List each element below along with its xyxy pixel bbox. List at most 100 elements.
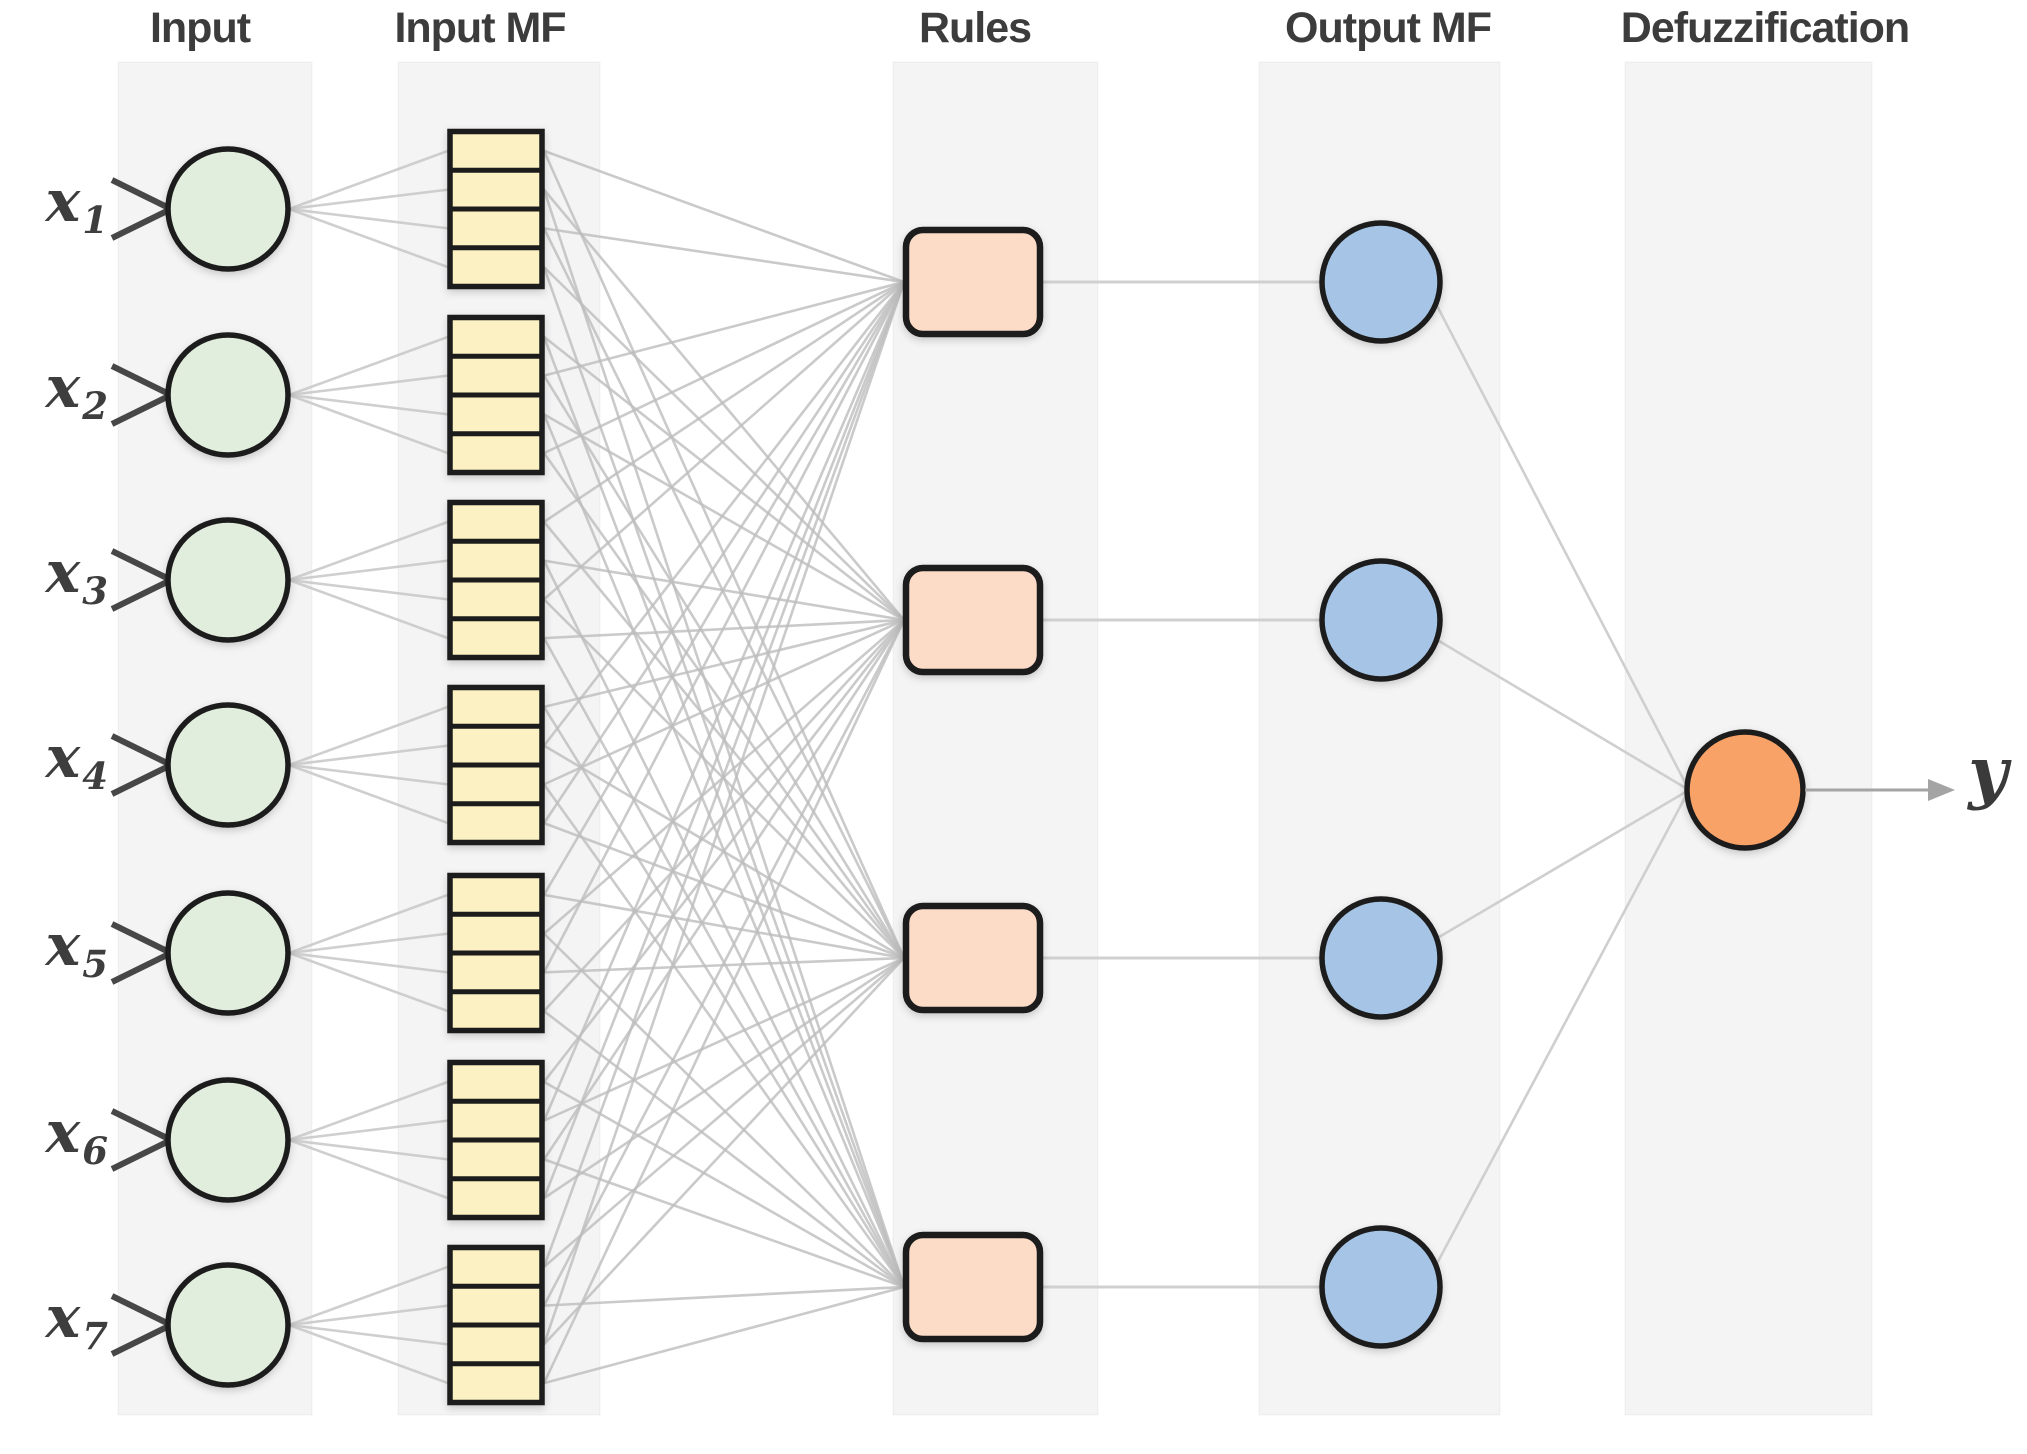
- output-mf-node-3: [1319, 896, 1443, 1020]
- link-line: [543, 598, 905, 959]
- input-arrow-chevron-2: [110, 392, 173, 427]
- link-line: [542, 281, 906, 1199]
- link-line: [543, 280, 905, 377]
- input-arrow-chevron-2: [110, 363, 173, 398]
- link-line: [543, 956, 905, 1200]
- input-arrow-chevron-7: [110, 1293, 173, 1328]
- input-node-x6: [165, 1077, 291, 1203]
- input-label-subscript: 6: [82, 1129, 108, 1174]
- link-line: [543, 1010, 905, 1289]
- link-line: [543, 1080, 905, 1289]
- link-line: [542, 227, 906, 959]
- connection-lines: [288, 149, 1691, 1385]
- link-line: [288, 578, 449, 601]
- input-label-base: x: [45, 1283, 81, 1352]
- link-line: [543, 413, 905, 622]
- link-line: [542, 281, 906, 747]
- column-header-output-mf: Output MF: [1285, 4, 1492, 52]
- link-line: [542, 281, 906, 824]
- link-line: [288, 578, 449, 640]
- input-label-base: x: [45, 723, 81, 792]
- link-line: [288, 893, 449, 955]
- input-arrow-chevron-3: [110, 577, 173, 612]
- input-node-x5: [165, 890, 291, 1016]
- input-label-x4: x4: [46, 728, 108, 795]
- link-line: [543, 281, 905, 601]
- link-line: [543, 618, 905, 709]
- link-line: [288, 705, 449, 767]
- input-arrow-chevron-5: [110, 921, 173, 956]
- input-label-base: x: [45, 167, 81, 236]
- link-line: [543, 893, 905, 960]
- link-line: [542, 281, 906, 1122]
- output-arrowhead-icon: [1928, 779, 1955, 801]
- input-label-x6: x6: [46, 1103, 108, 1170]
- input-label-x2: x2: [46, 358, 108, 425]
- link-line: [288, 335, 449, 397]
- link-line: [543, 1158, 905, 1289]
- input-arrow-chevron-3: [110, 548, 173, 583]
- link-line: [542, 619, 906, 1384]
- link-line: [288, 932, 449, 955]
- link-line: [288, 1138, 449, 1161]
- link-line: [542, 281, 906, 896]
- column-header-rules: Rules: [918, 4, 1032, 52]
- link-line: [288, 559, 449, 582]
- link-line: [1432, 299, 1691, 791]
- link-line: [1433, 636, 1690, 792]
- input-mf-stack-5: [447, 872, 545, 1034]
- rule-node-3: [902, 902, 1044, 1014]
- input-label-subscript: 4: [82, 754, 108, 799]
- link-line: [288, 207, 449, 230]
- link-line: [288, 744, 449, 767]
- link-line: [542, 281, 906, 1345]
- link-line: [543, 280, 905, 523]
- input-arrow-chevron-6: [110, 1108, 173, 1143]
- input-label-base: x: [45, 538, 81, 607]
- input-label-subscript: 2: [82, 384, 108, 429]
- link-line: [543, 932, 905, 1288]
- link-line: [543, 280, 905, 455]
- link-line: [288, 1119, 449, 1142]
- link-line: [542, 706, 906, 1288]
- input-arrow-chevron-7: [110, 1322, 173, 1357]
- link-line: [288, 763, 449, 825]
- input-mf-stack-2: [447, 314, 545, 476]
- input-mf-stack-7: [447, 1244, 545, 1406]
- link-line: [288, 951, 449, 974]
- rule-node-4: [902, 1231, 1044, 1343]
- link-line: [543, 1285, 905, 1307]
- input-arrow-chevron-4: [110, 762, 173, 797]
- output-mf-node-4: [1319, 1225, 1443, 1349]
- link-line: [543, 335, 905, 622]
- input-label-subscript: 1: [82, 198, 108, 243]
- link-line: [288, 1080, 449, 1142]
- input-node-x3: [165, 517, 291, 643]
- input-arrow-chevron-5: [110, 950, 173, 985]
- input-arrow-chevron-1: [110, 177, 173, 212]
- link-line: [543, 266, 905, 621]
- link-line: [542, 452, 906, 959]
- input-arrow-chevron-6: [110, 1137, 173, 1172]
- link-line: [288, 951, 449, 1013]
- link-line: [288, 393, 449, 416]
- input-label-base: x: [45, 911, 81, 980]
- link-line: [542, 619, 906, 1307]
- link-line: [288, 207, 449, 269]
- link-line: [543, 149, 905, 284]
- column-header-defuzzification: Defuzzification: [1620, 4, 1910, 52]
- link-line: [288, 374, 449, 397]
- link-line: [543, 957, 905, 1346]
- link-line: [288, 1265, 449, 1327]
- column-header-input: Input: [149, 4, 251, 52]
- link-line: [543, 957, 905, 1268]
- link-line: [1433, 788, 1690, 942]
- input-mf-stack-4: [447, 684, 545, 846]
- input-node-x2: [165, 332, 291, 458]
- link-line: [543, 188, 905, 621]
- input-label-subscript: 5: [82, 942, 108, 987]
- input-mf-stack-3: [447, 499, 545, 661]
- input-node-x1: [165, 146, 291, 272]
